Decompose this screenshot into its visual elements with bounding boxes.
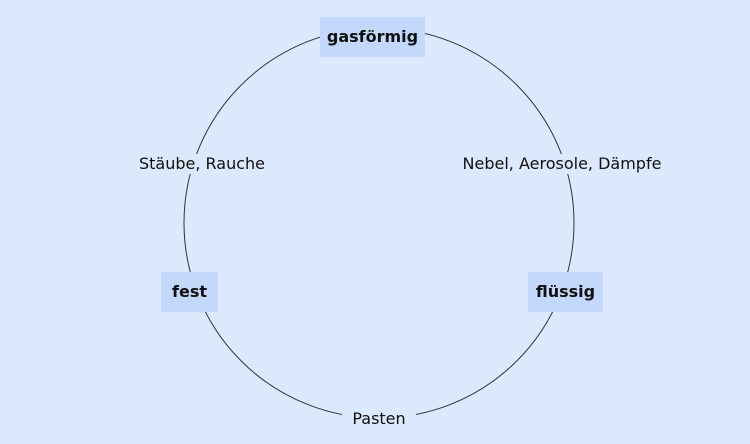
state-solid-box: fest (161, 272, 218, 312)
cycle-circle (183, 27, 575, 419)
state-gas-box: gasförmig (320, 17, 425, 57)
transition-gas-liquid-label: Nebel, Aerosole, Dämpfe (456, 154, 668, 174)
state-liquid-box: flüssig (528, 272, 603, 312)
transition-solid-liquid-label: Pasten (342, 409, 416, 429)
transition-gas-solid-label: Stäube, Rauche (133, 154, 271, 174)
